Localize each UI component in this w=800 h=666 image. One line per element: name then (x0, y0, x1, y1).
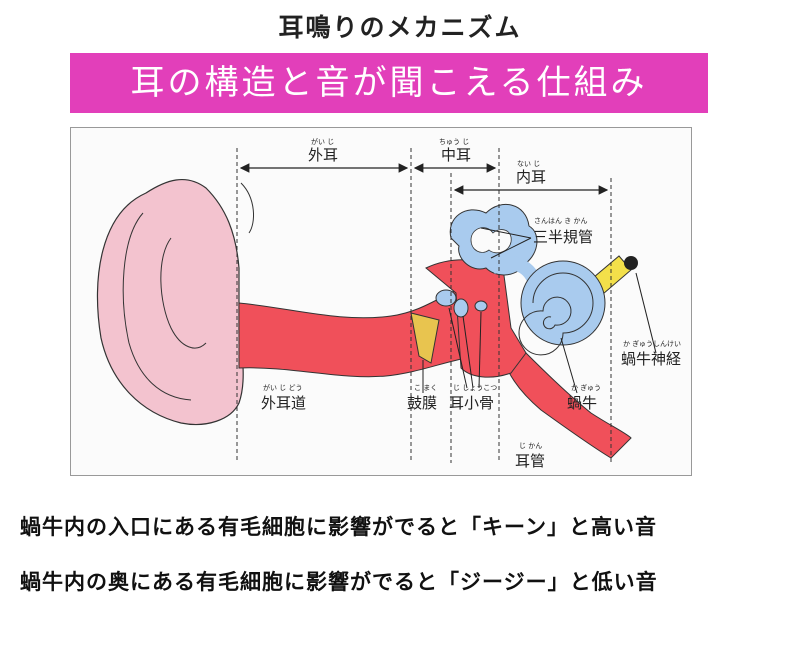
eardrum-shape (410, 312, 440, 364)
hair-curl (240, 182, 254, 234)
inner-ear-label: 内耳 (516, 168, 546, 186)
eardrum-ruby: こ まく (414, 384, 437, 392)
inner-ear-ruby: ない じ (517, 160, 540, 168)
ossicles-ruby: じ しょうこつ (453, 384, 497, 392)
semicircular-canals-label: 三半規管 (533, 228, 593, 246)
cochlear-nerve-end (624, 256, 638, 270)
middle-ear-label: 中耳 (441, 146, 471, 164)
cochlea-spiral (520, 260, 606, 346)
description-line-high-pitch: 蝸牛内の入口にある有毛細胞に影響がでると「キーン」と高い音 (20, 515, 657, 539)
ossicle-incus (453, 298, 469, 318)
outer-ear-label: 外耳 (308, 146, 338, 164)
cochlea-shape (487, 255, 540, 282)
ear-diagram: がい じ 外耳 ちゅう じ 中耳 ない じ 内耳 さんはん き かん 三半規管 … (70, 127, 692, 476)
auricle-shape (96, 179, 244, 426)
eustachian-tube-label: 耳管 (515, 452, 545, 470)
ear-canal-label: 外耳道 (261, 394, 306, 412)
middle-ear-ruby: ちゅう じ (439, 138, 469, 146)
auricle-fold (122, 212, 192, 401)
cochlea-ruby: か ぎゅう (571, 383, 601, 392)
ossicle-malleus (435, 289, 457, 307)
ear-anatomy-illustration: がい じ 外耳 ちゅう じ 中耳 ない じ 内耳 さんはん き かん 三半規管 … (96, 137, 681, 470)
eardrum-label: 鼓膜 (407, 394, 437, 412)
cochlea-label: 蝸牛 (567, 394, 597, 412)
page-title: 耳鳴りのメカニズム (278, 13, 522, 42)
middle-ear-cavity (425, 259, 527, 378)
auricle-inner-fold (160, 237, 207, 349)
ear-canal-ruby: がい じ どう (263, 383, 302, 392)
semicircular-canals-ruby: さんはん き かん (534, 217, 587, 225)
eustachian-tube-ruby: じ かん (519, 442, 542, 450)
description-line-low-pitch: 蝸牛内の奥にある有毛細胞に影響がでると「ジージー」と低い音 (20, 570, 658, 594)
cochlear-nerve-label: 蝸牛神経 (621, 350, 681, 368)
cochlear-nerve-ruby: か ぎゅうしんけい (623, 339, 681, 348)
ossicle-stapes (474, 300, 488, 312)
ossicles-label: 耳小骨 (449, 394, 494, 412)
outer-ear-ruby: がい じ (311, 137, 334, 146)
subtitle-banner: 耳の構造と音が聞こえる仕組み (70, 53, 708, 113)
